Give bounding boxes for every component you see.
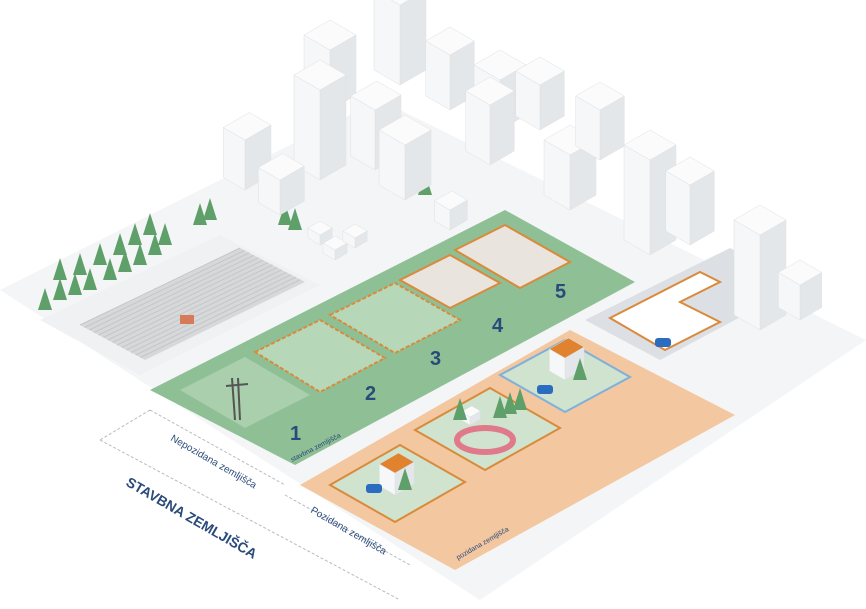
furrow-line xyxy=(84,249,245,328)
tree-icon xyxy=(158,223,172,245)
furrow-line xyxy=(140,279,301,358)
building-roof xyxy=(322,235,348,251)
building-roof xyxy=(342,223,368,239)
tree-icon xyxy=(398,468,412,490)
building-roof xyxy=(515,56,565,86)
building-roof xyxy=(548,337,585,359)
building-roof xyxy=(433,190,468,211)
furrow-line xyxy=(89,252,250,331)
tree-icon xyxy=(53,278,67,300)
car-icon xyxy=(366,484,382,493)
lot-2 xyxy=(252,318,388,394)
lot-4 xyxy=(397,253,503,310)
lot-number-3: 3 xyxy=(430,348,441,370)
bracket-lines xyxy=(99,409,411,601)
building-side xyxy=(319,74,347,181)
furrow-line xyxy=(135,276,296,356)
tree-icon xyxy=(203,198,217,220)
field-furrows xyxy=(79,247,301,358)
lot-number-1: 1 xyxy=(290,423,301,445)
building-roof xyxy=(303,19,357,51)
building-roof xyxy=(350,80,402,111)
parking-lot xyxy=(607,270,723,352)
lot-number-4: 4 xyxy=(492,315,504,337)
tree-icon xyxy=(83,268,97,290)
tree-icon xyxy=(133,243,147,265)
tree-icon xyxy=(148,233,162,255)
car-icon xyxy=(655,338,671,347)
tree-icon xyxy=(288,208,302,230)
tree-icon xyxy=(53,258,67,280)
furrow-line xyxy=(93,254,255,333)
tree-icon xyxy=(118,250,132,272)
running-track xyxy=(454,425,516,455)
building-roof xyxy=(425,26,475,56)
tree-icon xyxy=(573,358,587,380)
tree-icon xyxy=(38,288,52,310)
furrow-line xyxy=(116,266,278,346)
tree-icon xyxy=(128,223,142,245)
tree-icon xyxy=(68,273,82,295)
building-roof xyxy=(378,452,415,474)
building-roof xyxy=(390,0,410,6)
building-roof xyxy=(307,220,333,236)
building-roof xyxy=(777,259,823,286)
building-roof xyxy=(257,153,305,181)
building-roof xyxy=(623,129,677,161)
building-roof xyxy=(222,112,272,141)
furrow-line xyxy=(79,247,241,326)
building-front xyxy=(733,219,761,331)
tractor-icon xyxy=(180,315,194,324)
tree-icon xyxy=(513,388,527,410)
furrow-line xyxy=(130,274,292,353)
main-title: STAVBNA ZEMLJIŠČA xyxy=(124,473,261,562)
furrow-line xyxy=(121,269,283,348)
tree-icon xyxy=(113,233,127,255)
building-roof xyxy=(733,204,787,236)
lot-5 xyxy=(452,223,573,290)
building-front xyxy=(623,144,651,256)
tree-icon xyxy=(453,398,467,420)
furrow-line xyxy=(112,264,273,343)
building-side xyxy=(399,0,427,86)
building-roof xyxy=(665,156,715,186)
furrow-line xyxy=(98,257,259,336)
lot-1 xyxy=(180,357,310,428)
building-front xyxy=(373,0,401,86)
furrow-line xyxy=(102,259,264,338)
building-roof xyxy=(465,76,515,106)
tree-icon xyxy=(143,213,157,235)
power-pylon-icon xyxy=(225,377,249,421)
building-roof xyxy=(293,59,347,91)
tree-icon xyxy=(103,258,117,280)
lot-number-5: 5 xyxy=(555,281,566,303)
building-roof xyxy=(575,81,625,111)
furrow-line xyxy=(107,262,269,341)
building-roof xyxy=(378,114,432,146)
tree-icon xyxy=(73,253,87,275)
car-icon xyxy=(537,385,553,394)
tree-icon xyxy=(278,203,292,225)
buildings xyxy=(222,0,823,331)
lot-3 xyxy=(327,281,463,355)
lot-number-2: 2 xyxy=(365,383,376,405)
furrow-line xyxy=(126,271,287,351)
tree-icon xyxy=(93,243,107,265)
